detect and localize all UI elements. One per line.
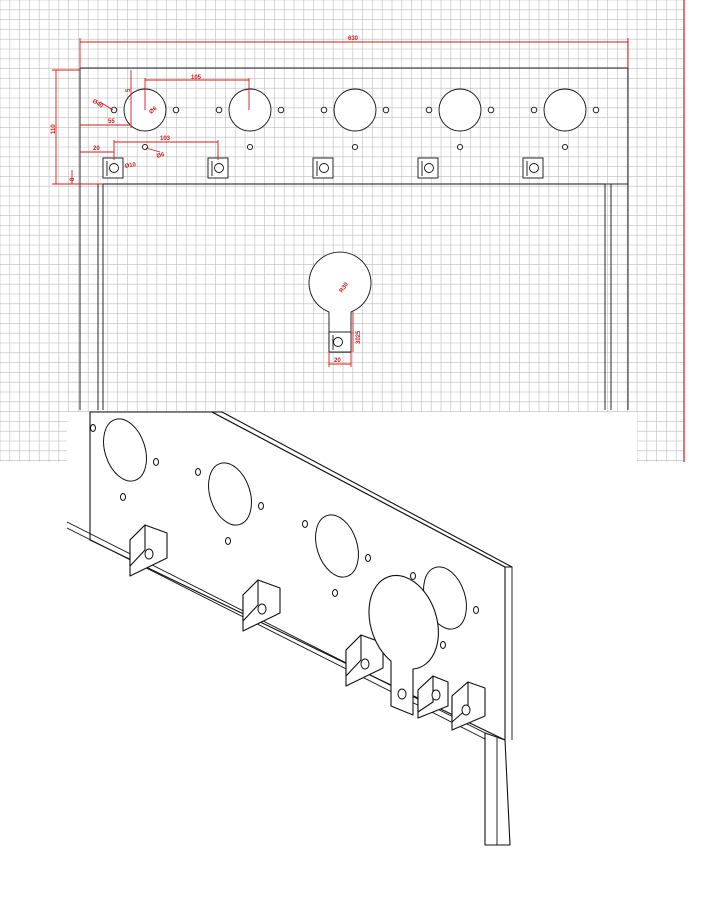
iso-bracket-hole <box>144 548 154 560</box>
iso-view <box>66 411 637 900</box>
small-hole <box>277 106 285 114</box>
iso-small-hole <box>120 493 126 501</box>
iso-big-hole <box>208 462 252 526</box>
iso-small-hole <box>302 520 308 528</box>
iso-paddle-disc <box>368 574 439 716</box>
small-hole <box>215 106 223 114</box>
dim-tab-width-text: 20 <box>334 358 341 364</box>
iso-small-hole <box>90 424 96 432</box>
iso-small-hole <box>153 458 159 466</box>
iso-paddle-bracket-face <box>417 675 434 713</box>
small-hole <box>592 106 600 114</box>
iso-end-bracket-hole <box>461 704 471 716</box>
iso-bracket-face <box>242 579 259 622</box>
iso-small-hole <box>410 572 416 580</box>
dim-bracket-hole-text: Ø10 <box>124 162 137 170</box>
grid-background <box>0 0 684 462</box>
iso-small-hole <box>258 502 264 510</box>
dim-5-text: 5 <box>126 88 132 92</box>
dim-sm-text: Ø6 <box>156 152 166 160</box>
iso-small-hole <box>365 554 371 562</box>
paddle-outline <box>308 251 372 353</box>
small-hole <box>456 143 464 151</box>
dim-smalldia-text: Ø6 <box>148 105 158 115</box>
bracket-hole <box>529 163 539 173</box>
iso-paddle-hole <box>397 688 407 700</box>
small-hole <box>141 143 149 151</box>
small-hole <box>320 106 328 114</box>
iso-paddle <box>368 574 486 731</box>
top-view-holes <box>102 88 600 179</box>
bracket-hole <box>319 163 329 173</box>
top-view <box>79 67 629 410</box>
small-hole <box>382 106 390 114</box>
iso-big-hole <box>103 418 147 482</box>
small-hole <box>172 106 180 114</box>
iso-bracket-hole <box>257 603 267 615</box>
bracket-hole <box>109 163 119 173</box>
iso-holes <box>90 418 479 687</box>
iso-small-hole <box>473 606 479 614</box>
iso-small-hole <box>440 641 446 649</box>
dim-sm-leader <box>145 147 161 153</box>
bracket-hole <box>424 163 434 173</box>
bracket-hole <box>214 163 224 173</box>
small-hole <box>425 106 433 114</box>
iso-small-hole <box>225 537 231 545</box>
dim-overall-width-text: 630 <box>348 36 359 42</box>
big-hole <box>333 88 377 132</box>
iso-small-hole <box>332 589 338 597</box>
dim-20-text: 20 <box>93 146 100 152</box>
small-hole <box>561 143 569 151</box>
iso-big-hole <box>315 514 359 578</box>
small-hole <box>246 143 254 151</box>
big-hole <box>228 88 272 132</box>
dimension-layer: 630 110 105 55 5 8 Ø40 Ø6 20 103 Ø6 Ø10 <box>51 36 629 367</box>
small-hole <box>110 106 118 114</box>
small-hole <box>530 106 538 114</box>
dim-55-text: 55 <box>108 119 115 125</box>
big-hole <box>438 88 482 132</box>
dim-height-text: 110 <box>51 124 57 134</box>
dim-tab-length-text: 3025 <box>356 330 362 344</box>
dim-bigdia-text: Ø40 <box>91 99 104 110</box>
dim-paddle-radius-text: R30 <box>339 281 351 294</box>
iso-bracket-face <box>129 524 146 567</box>
iso-bracket-hole <box>360 658 370 670</box>
small-hole <box>351 143 359 151</box>
iso-paddle-bracket-hole <box>431 689 441 701</box>
dim-hole-spacing-text: 105 <box>191 75 202 81</box>
paddle-detail <box>308 251 372 353</box>
dim-8-text: 8 <box>70 177 76 181</box>
iso-bracket-face <box>345 634 362 677</box>
dim-bracket-spacing-text: 103 <box>160 136 171 142</box>
big-hole <box>543 88 587 132</box>
paddle-tab-hole <box>333 337 343 347</box>
dim-bigdia-leader <box>99 101 114 111</box>
iso-post <box>484 732 511 846</box>
iso-small-hole <box>195 468 201 476</box>
small-hole <box>487 106 495 114</box>
